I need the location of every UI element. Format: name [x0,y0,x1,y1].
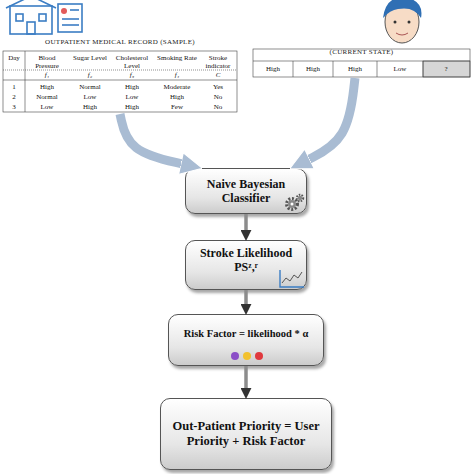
table-grid [253,49,470,77]
dot [231,352,239,360]
table-rule [25,51,26,112]
hospital-door [27,22,35,34]
risk-dots [231,352,263,360]
table-header: Cholesterol Level [112,54,152,70]
table-cell: Normal [27,93,67,101]
table-cell: High [112,103,152,111]
table-frame [253,49,470,77]
table-cell: 2 [3,93,25,101]
table-cell: ? [427,65,465,73]
chart-icon [280,270,304,287]
hospital-window [39,14,46,21]
table-cell: High [27,83,67,91]
table-cell: Yes [202,83,234,91]
table-rule [377,61,378,77]
table-header: Stroke indicator [202,54,234,70]
box-label: Naive Bayesian Classifier [192,177,300,206]
table-cell: Moderate [157,83,197,91]
table-header: Sugar Level [72,54,108,62]
table-cell: No [202,103,234,111]
eye [408,21,411,24]
box-label: PSᶻ,ʳ [234,260,257,274]
eye [394,21,397,24]
dot [255,352,263,360]
gear-icon [287,195,304,210]
gear-body [288,200,296,208]
table-header: Smoking Rate [157,54,197,62]
record-line [70,9,79,11]
box-label: Stroke Likelihood [200,246,292,260]
process-box: Out-Patient Priority = User Priority + R… [160,398,332,470]
record-avatar [61,8,67,14]
table-header: Day [3,54,25,62]
process-box: Stroke LikelihoodPSᶻ,ʳ [185,240,307,290]
table-rule [253,61,470,62]
process-arrow [244,366,248,389]
table-cell: High [336,65,374,73]
record-line [62,24,79,26]
table-rule [293,61,294,77]
record-card [58,4,82,32]
feature-symbol: f₃ [112,71,152,79]
box-label: Risk Factor = likelihood * α [184,328,309,341]
record-table: OUTPATIENT MEDICAL RECORD (SAMPLE) [3,38,237,114]
process-box: Naive Bayesian Classifier [185,168,307,214]
table-cell: Few [157,103,197,111]
state-table: (CURRENT STATE) [253,48,470,78]
table-cell: High [294,65,332,73]
feature-symbol: f₂ [72,71,108,79]
table-title: OUTPATIENT MEDICAL RECORD (SAMPLE) [45,38,195,46]
table-cell: High [112,83,152,91]
table-rule [423,61,424,77]
table-cell: High [254,65,292,73]
table-cell: Low [381,65,419,73]
feature-symbol: C [202,71,234,79]
hospital-roof [6,0,56,8]
table-cell: High [72,103,108,111]
hospital-icon [6,0,82,34]
hospital-window [16,14,23,21]
table-title: (CURRENT STATE) [330,48,394,56]
flow-arrow [305,78,354,161]
gear-hole [291,203,294,206]
table-cell: Normal [72,83,108,91]
table-frame [3,51,237,112]
box-label: Out-Patient Priority = User Priority + R… [167,419,325,449]
process-box: Risk Factor = likelihood * α [168,314,324,366]
feature-symbol: f₁ [27,71,67,79]
gear-teeth [287,199,298,210]
process-arrow [244,290,248,305]
table-cell: Low [27,103,67,111]
record-line [62,18,79,20]
table-header: Blood Pressure [27,54,67,70]
feature-symbol: f₄ [157,71,197,79]
table-cell: 3 [3,103,25,111]
dot [243,352,251,360]
mouth [396,33,408,35]
chart-line [282,272,302,283]
user-icon [383,0,421,43]
table-grid [3,51,237,112]
chart-axes [280,270,304,287]
table-cell: High [157,93,197,101]
table-cell: 1 [3,83,25,91]
flow-arrow [120,114,185,165]
table-cell: No [202,93,234,101]
table-rule [3,80,237,81]
table-cell: Low [72,93,108,101]
table-rule [333,61,334,77]
gear-teeth [297,195,303,201]
gear-body [298,196,302,200]
hair [383,0,421,18]
process-arrow [244,214,248,231]
hospital-wall [10,6,52,34]
table-cell: Low [112,93,152,101]
unknown-cell [423,61,470,77]
